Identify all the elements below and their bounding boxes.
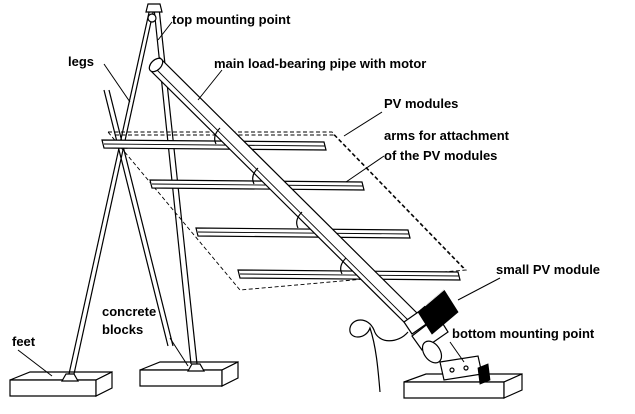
label-pointers <box>17 21 501 377</box>
label-feet: feet <box>12 334 36 349</box>
foot-middle <box>186 363 206 372</box>
attachment-arm-2 <box>149 179 365 191</box>
bottom-mounting-point <box>439 355 491 385</box>
leg-left <box>68 7 155 375</box>
main-pipe <box>148 57 423 331</box>
label-pv-modules: PV modules <box>384 96 458 111</box>
concrete-block-middle <box>139 361 239 387</box>
label-small-pv-module: small PV module <box>496 262 600 277</box>
label-concrete-line2: blocks <box>102 322 143 337</box>
label-main-pipe: main load-bearing pipe with motor <box>214 56 426 71</box>
label-arms-line1: arms for attachment <box>384 128 510 143</box>
leg-cross-brace <box>103 89 174 347</box>
top-mounting-point <box>145 3 163 23</box>
concrete-block-right <box>403 373 523 399</box>
label-legs: legs <box>68 54 94 69</box>
concrete-block-left <box>9 371 113 397</box>
label-arms-line2: of the PV modules <box>384 148 497 163</box>
label-top-mounting-point: top mounting point <box>172 12 291 27</box>
pv-modules-panel <box>107 131 467 291</box>
label-bottom-mounting-point: bottom mounting point <box>452 326 595 341</box>
attachment-arm-3 <box>195 227 411 239</box>
small-pv-module <box>417 283 459 335</box>
motor-cable <box>349 319 409 393</box>
label-concrete-line1: concrete <box>102 304 156 319</box>
attachment-arm-4 <box>237 269 461 281</box>
attachment-arm-1 <box>101 139 327 151</box>
